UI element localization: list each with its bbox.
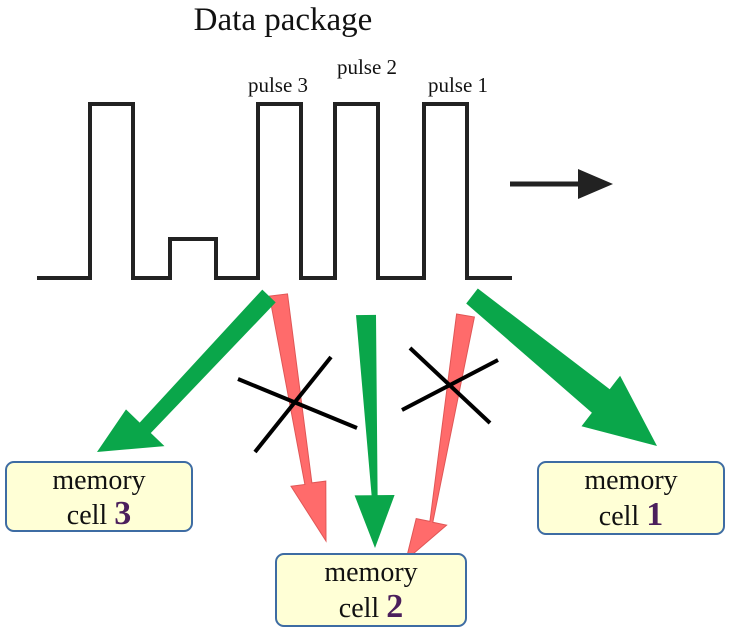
memory-cell-1-label: memory bbox=[584, 465, 678, 496]
memory-cell-3-name: cell 3 bbox=[7, 497, 191, 532]
pulse-3-label: pulse 3 bbox=[248, 73, 308, 97]
memory-cell-3: memory cell 3 bbox=[5, 461, 193, 532]
correct-arrow-pulse1-to-cell1 bbox=[466, 288, 657, 446]
cross-mark-right bbox=[401, 346, 499, 425]
memory-cell-3-label: memory bbox=[52, 465, 146, 496]
wrong-arrow-pulse1-to-cell2 bbox=[405, 313, 475, 562]
pulse-2-label: pulse 2 bbox=[337, 55, 397, 79]
memory-cell-2-prefix: cell bbox=[338, 593, 380, 624]
wrong-arrow-pulse3-to-cell2 bbox=[268, 293, 327, 543]
memory-cell-2-number: 2 bbox=[386, 588, 404, 625]
memory-cell-2-label: memory bbox=[324, 557, 418, 588]
diagram-title: Data package bbox=[194, 2, 373, 38]
memory-cell-2: memory cell 2 bbox=[275, 553, 467, 627]
memory-cell-1: memory cell 1 bbox=[537, 461, 725, 535]
memory-cell-1-prefix: cell bbox=[598, 501, 640, 532]
memory-cell-1-name: cell 1 bbox=[539, 498, 723, 534]
pulse-1-label: pulse 1 bbox=[428, 73, 488, 97]
memory-cell-3-number: 3 bbox=[114, 495, 132, 532]
cross-mark-left bbox=[237, 355, 358, 454]
direction-arrow bbox=[510, 169, 613, 199]
memory-cell-1-number: 1 bbox=[646, 496, 664, 533]
correct-arrow-pulse2-to-cell2 bbox=[354, 314, 395, 548]
memory-cell-2-name: cell 2 bbox=[277, 590, 465, 626]
memory-cell-3-prefix: cell bbox=[66, 500, 108, 531]
pulse-train-signal bbox=[37, 102, 512, 280]
correct-arrow-pulse3-to-cell3 bbox=[97, 289, 276, 452]
